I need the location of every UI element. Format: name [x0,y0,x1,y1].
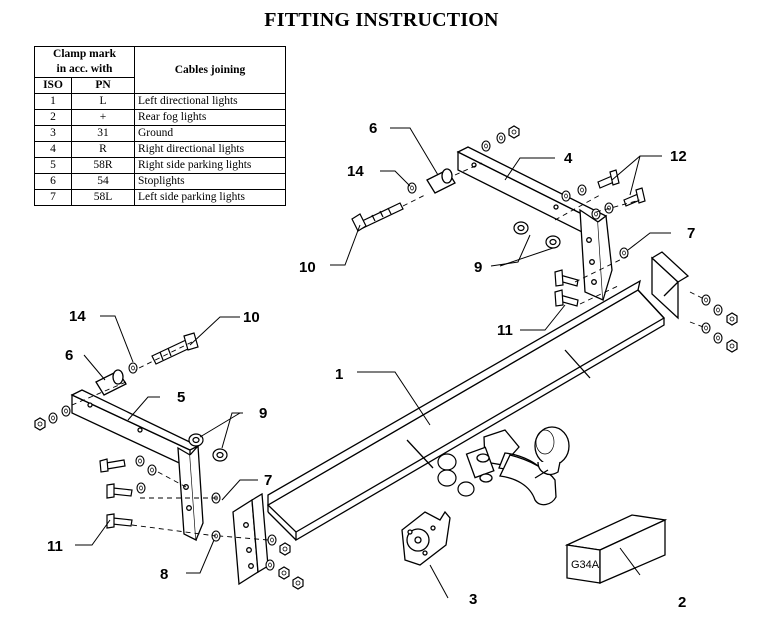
flange-nuts [188,221,561,462]
callout-4: 4 [564,150,573,167]
long-bolt-right [351,202,404,232]
assembly-guide-lines [71,162,707,541]
callout-2: 2 [678,594,686,611]
callout-8: 8 [160,566,168,583]
table-row: 4 R Right directional lights [34,141,286,158]
cable-cell: Left side parking lights [134,189,286,206]
table-row: 2 + Rear fog lights [34,109,286,126]
callout-3: 3 [469,591,477,608]
page-title: FITTING INSTRUCTION [264,9,499,31]
ball-bolt-nuts [437,453,475,497]
callout-1: 1 [335,366,343,383]
callout-12: 12 [670,148,687,165]
long-bolt-left [151,332,199,365]
callout-14-left: 14 [69,308,86,325]
callout-5: 5 [177,389,185,406]
crossbar-end-plate [232,492,269,586]
spacer-tube-left [95,369,127,396]
right-side-bracket [456,146,613,302]
washer-14-left [128,362,138,374]
socket-plate [401,510,451,566]
pn-header: PN [71,77,135,94]
callout-9-right: 9 [474,259,482,276]
callout-9-left: 9 [259,405,267,422]
table-row: 7 58L Left side parking lights [34,189,286,206]
tow-ball-assembly [465,426,570,506]
callout-6-right: 6 [369,120,377,137]
spacer-tube-right [426,168,456,194]
callout-7-left: 7 [264,472,272,489]
callout-6-left: 6 [65,347,73,364]
callout-14-right: 14 [347,163,364,180]
identification-plate [564,514,668,584]
main-crossbar [266,251,690,542]
callout-10-left: 10 [243,309,260,326]
cable-joining-table: Clamp mark in acc. with Cables joining I… [34,46,286,206]
table-row: 5 58R Right side parking lights [34,157,286,174]
clamp-header-line1: Clamp mark [53,48,116,60]
callout-10-right: 10 [299,259,316,276]
pn-cell: 58R [71,157,135,174]
table-row: 3 31 Ground [34,125,286,142]
clamp-mark-header: Clamp mark in acc. with [34,46,135,78]
callout-11-left: 11 [47,538,63,555]
callout-leaders [75,127,671,599]
left-side-bracket [70,389,204,542]
callout-7-right: 7 [687,225,695,242]
callout-11-right: 11 [497,322,513,339]
clamp-header-line2: in acc. with [56,63,113,75]
cable-cell: Right side parking lights [134,157,286,174]
plate-label: G34A [571,559,600,571]
